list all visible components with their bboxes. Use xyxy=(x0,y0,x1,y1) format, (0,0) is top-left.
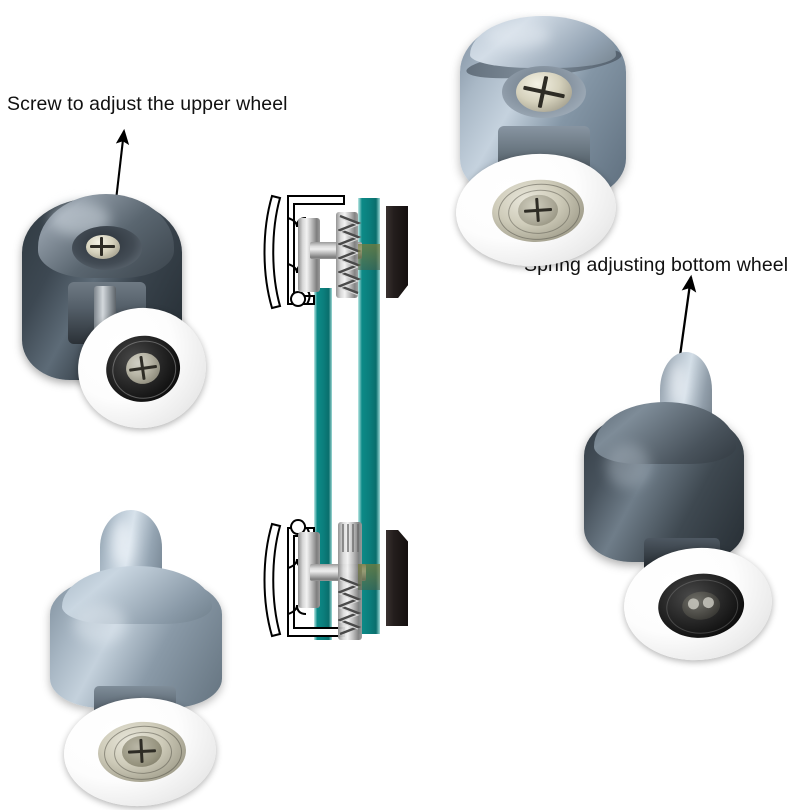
top-gasket-seal xyxy=(386,206,408,298)
bottom-roller-wheel xyxy=(298,532,320,608)
bottom-sleeve-ribs xyxy=(342,524,359,552)
bottom-glass-contact-pad xyxy=(358,564,380,590)
post-gloss-highlight xyxy=(670,362,686,406)
bottom-spring xyxy=(338,576,362,636)
roller-shoulder xyxy=(62,566,212,624)
annotation-label-bottom-wheel: Spring adjusting bottom wheel xyxy=(524,254,789,276)
annotation-label-upper-wheel: Screw to adjust the upper wheel xyxy=(7,93,288,115)
screw-slot-horizontal xyxy=(90,245,115,248)
adjustment-screw[interactable] xyxy=(86,235,120,259)
product-photo-bottom-left xyxy=(46,508,266,810)
top-rail-profile xyxy=(263,194,345,310)
glass-panel-outer xyxy=(358,198,380,634)
body-gloss-highlight xyxy=(74,604,126,644)
post-gloss-highlight xyxy=(112,520,132,566)
top-roller-wheel xyxy=(298,218,320,292)
body-gloss-highlight xyxy=(606,444,650,488)
top-glass-contact-pad xyxy=(358,244,380,270)
body-gloss-highlight xyxy=(486,22,550,48)
adjustment-screw[interactable] xyxy=(516,72,572,112)
product-photo-upper-left xyxy=(16,190,246,450)
nylon-wheel xyxy=(61,694,219,810)
product-photo-bottom-right xyxy=(566,352,798,667)
cross-section-diagram xyxy=(258,192,440,640)
arrow-to-spring-plunger xyxy=(677,274,697,364)
bottom-gasket-seal xyxy=(386,530,408,626)
product-photo-upper-right xyxy=(446,14,666,284)
top-spring xyxy=(338,214,362,296)
